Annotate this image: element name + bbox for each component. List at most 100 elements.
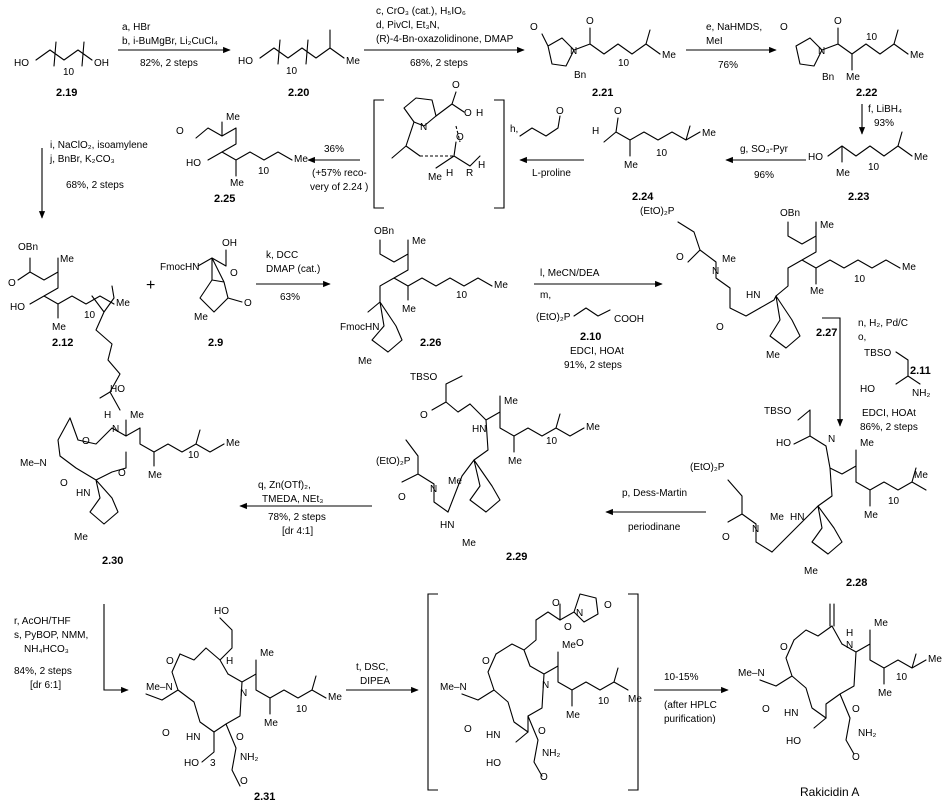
atom-label: Me	[624, 160, 638, 171]
atom-label: O	[762, 704, 770, 715]
atom-label: HO	[808, 152, 823, 163]
atom-label: N	[430, 484, 437, 495]
reaction-arrow-g: g, SO₃-Pyr 96%	[725, 144, 806, 181]
repeat-index: 10	[546, 436, 558, 447]
step-yield: 10-15%	[664, 672, 699, 683]
repeat-index: 10	[618, 58, 630, 69]
atom-label: Me	[194, 312, 208, 323]
atom-label: O	[82, 436, 90, 447]
atom-label: Me	[702, 128, 716, 139]
step-note: purification)	[664, 714, 716, 725]
step-label: i, NaClO₂, isoamylene	[50, 140, 148, 151]
step-yield: 93%	[874, 118, 894, 129]
step-label: d, PivCl, Et₃N,	[376, 20, 440, 31]
atom-label: FmocHN	[340, 322, 379, 333]
compound-number: 2.24	[632, 191, 654, 203]
atom-label: HO	[786, 736, 801, 747]
step-label: NH₄HCO₃	[24, 644, 69, 655]
step-label: j, BnBr, K₂CO₃	[49, 154, 115, 165]
plus-sign: +	[146, 277, 155, 294]
atom-label: Me	[846, 72, 860, 83]
atom-label: O	[604, 600, 612, 611]
atom-label: Me	[448, 476, 462, 487]
atom-label: O	[60, 478, 68, 489]
compound-number: 2.26	[420, 337, 441, 349]
repeat-index: 10	[656, 148, 668, 159]
compound-2-26: OBn Me FmocHN Me Me 10 Me 2.26	[340, 226, 508, 367]
atom-label: Me	[914, 470, 928, 481]
compound-number: 2.27	[816, 327, 837, 339]
step-label: L-proline	[532, 168, 571, 179]
atom-label: HO	[238, 56, 253, 67]
step-label: s, PyBOP, NMM,	[14, 630, 88, 641]
compound-2-31: HO H O Me–N N Me Me Me 10 HN O O NH₂ HO …	[145, 606, 342, 803]
repeat-index: 10	[896, 672, 908, 683]
atom-label: N	[846, 640, 853, 651]
reaction-arrow-q: q, Zn(OTf)₂, TMEDA, NEt₃ 78%, 2 steps [d…	[239, 480, 372, 537]
atom-label: O	[614, 106, 622, 117]
compound-name: Rakicidin A	[800, 785, 859, 799]
reaction-arrow-e: e, NaHMDS, MeI 76%	[686, 22, 777, 71]
compound-number: 2.30	[102, 555, 123, 567]
step-label: EDCI, HOAt	[862, 408, 916, 419]
step-yield: 78%, 2 steps	[268, 512, 326, 523]
atom-label: HN	[472, 424, 486, 435]
step-label: e, NaHMDS,	[706, 22, 762, 33]
compound-number: 2.21	[592, 87, 613, 99]
atom-label: Me	[52, 322, 66, 333]
step-note: [dr 4:1]	[282, 526, 313, 537]
compound-number: 2.28	[846, 577, 867, 589]
atom-label: O	[852, 704, 860, 715]
step-label: periodinane	[628, 522, 681, 533]
atom-label: OBn	[780, 208, 800, 219]
atom-label: Me–N	[440, 682, 467, 693]
step-label: g, SO₃-Pyr	[740, 144, 789, 155]
atom-label: HN	[76, 488, 90, 499]
step-yield: 68%, 2 steps	[410, 58, 468, 69]
atom-label: O	[780, 22, 788, 33]
atom-label: H	[478, 160, 485, 171]
atom-label: O	[722, 532, 730, 543]
atom-label: NH₂	[240, 752, 258, 763]
atom-label: Me–N	[20, 458, 47, 469]
atom-label: Bn	[822, 72, 834, 83]
atom-label: Me	[566, 710, 580, 721]
compound-number: 2.31	[254, 791, 275, 803]
reaction-arrow-no: n, H₂, Pd/C o, TBSO 2.11 HO NH₂ EDCI, HO…	[822, 317, 931, 433]
atom-label: H	[226, 656, 233, 667]
repeat-index: 10	[598, 696, 610, 707]
atom-label: N	[420, 122, 427, 133]
atom-label: Me	[230, 178, 244, 189]
atom-label: HO	[186, 158, 201, 169]
atom-label: COOH	[614, 314, 644, 325]
reaction-arrow-ab: a, HBr b, i-BuMgBr, Li₂CuCl₄ 82%, 2 step…	[118, 22, 231, 69]
atom-label: Me	[766, 350, 780, 361]
atom-label: Bn	[574, 70, 586, 81]
reaction-arrow-k: k, DCC DMAP (cat.) 63%	[256, 250, 331, 303]
atom-label: O	[564, 622, 572, 633]
atom-label: O	[556, 106, 564, 117]
atom-label: O	[576, 638, 584, 649]
atom-label: Me	[804, 566, 818, 577]
step-label: b, i-BuMgBr, Li₂CuCl₄	[122, 36, 218, 47]
atom-label: O	[538, 726, 546, 737]
atom-label: Me	[130, 410, 144, 421]
step-label: q, Zn(OTf)₂,	[258, 480, 311, 491]
step-label: c, CrO₃ (cat.), H₅IO₆	[376, 6, 466, 17]
compound-number: 2.29	[506, 551, 527, 563]
reaction-arrow-h-reverse: 36% (+57% reco- very of 2.24 )	[307, 144, 368, 193]
atom-label: O	[456, 132, 464, 143]
atom-label: Me	[264, 718, 278, 729]
step-label: m,	[540, 290, 551, 301]
compound-2-28: TBSO HO N (EtO)₂P O N Me HN Me Me Me 10 …	[690, 406, 928, 589]
repeat-index: 10	[888, 496, 900, 507]
atom-label: TBSO	[864, 348, 891, 359]
atom-label: Me	[864, 510, 878, 521]
atom-label: Me	[402, 304, 416, 315]
atom-label: NH₂	[858, 728, 876, 739]
compound-number: 2.9	[208, 337, 223, 349]
atom-label: NH₂	[542, 748, 560, 759]
atom-label: Me	[412, 236, 426, 247]
repeat-index: 10	[296, 704, 308, 715]
step-note: (after HPLC	[664, 700, 717, 711]
